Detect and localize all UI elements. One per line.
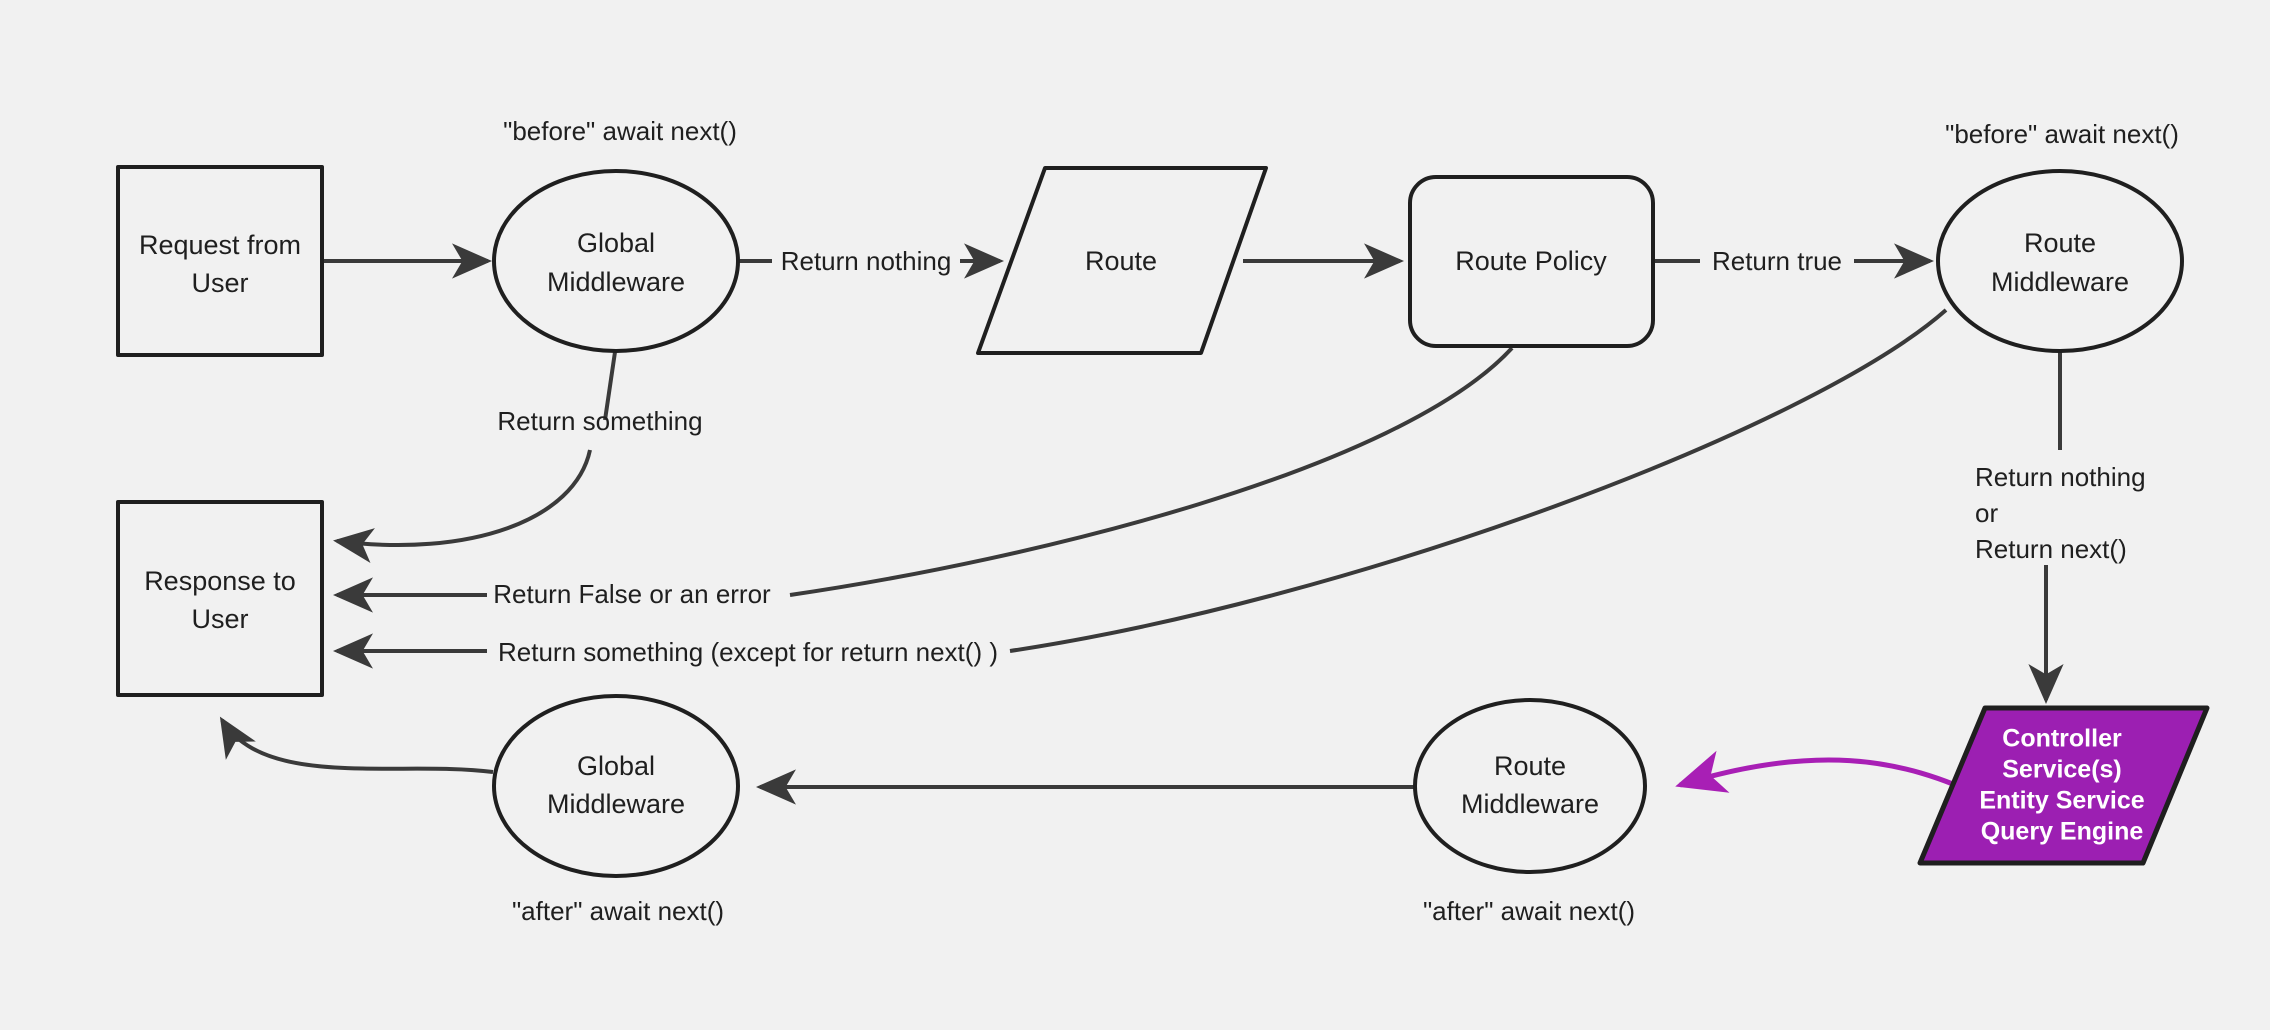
edge-label-return-true: Return true (1712, 246, 1842, 276)
route-label: Route (1085, 246, 1157, 276)
node-response-to-user[interactable]: Response to User (116, 500, 324, 697)
global-middleware-after-label-line1: Global (577, 751, 655, 781)
global-middleware-before-shape (492, 169, 740, 353)
controller-label-line1: Controller (2002, 725, 2122, 753)
request-label-line1: Request from (139, 230, 301, 260)
response-label-line2: User (191, 604, 248, 634)
route-middleware-before-shape (1936, 169, 2184, 353)
route-middleware-after-shape (1413, 698, 1647, 874)
edge-label-return-nothing-or-next-line2: or (1975, 498, 1998, 528)
global-middleware-after-label-line2: Middleware (547, 789, 685, 819)
route-policy-label: Route Policy (1455, 246, 1607, 276)
node-route-middleware-after[interactable]: Route Middleware (1413, 698, 1647, 874)
global-middleware-before-label-line2: Middleware (547, 267, 685, 297)
route-middleware-after-label-line2: Middleware (1461, 789, 1599, 819)
route-policy-shape (1408, 175, 1655, 348)
controller-label-line4: Query Engine (1981, 818, 2144, 846)
node-controller-services[interactable]: Controller Service(s) Entity Service Que… (1917, 705, 2210, 866)
annotation-before-route-middleware: "before" await next() (1945, 119, 2179, 149)
edge-route-policy-to-response-curve (789, 346, 1514, 597)
node-request-from-user[interactable]: Request from User (116, 165, 324, 357)
request-label-line2: User (191, 268, 248, 298)
edge-label-return-nothing-or-next-line3: Return next() (1975, 534, 2127, 564)
edge-label-return-false-or-error: Return False or an error (493, 579, 771, 609)
edge-label-return-nothing-or-next-line1: Return nothing (1975, 462, 2146, 492)
route-middleware-before-label-line2: Middleware (1991, 267, 2129, 297)
annotation-before-global-middleware: "before" await next() (503, 116, 737, 146)
edge-global-mw-to-response-return-something (333, 449, 592, 564)
response-box-shape (116, 500, 324, 697)
route-middleware-after-label-line1: Route (1494, 751, 1566, 781)
edge-label-return-nothing: Return nothing (781, 246, 952, 276)
node-route-middleware-before[interactable]: Route Middleware (1936, 169, 2184, 353)
route-shape (976, 166, 1268, 355)
controller-label-line2: Service(s) (2002, 756, 2122, 784)
node-global-middleware-after[interactable]: Global Middleware (492, 694, 740, 878)
annotation-after-global-middleware: "after" await next() (512, 896, 724, 926)
controller-label-line3: Entity Service (1979, 787, 2144, 815)
node-global-middleware-before[interactable]: Global Middleware (492, 169, 740, 353)
global-middleware-before-label-line1: Global (577, 228, 655, 258)
annotation-after-route-middleware: "after" await next() (1423, 896, 1635, 926)
response-label-line1: Response to (144, 566, 296, 596)
edge-label-return-something-except: Return something (except for return next… (498, 637, 998, 667)
edge-global-mw-return-something-stub (603, 351, 617, 421)
edge-label-return-something: Return something (497, 406, 702, 436)
controller-shape (1917, 705, 2210, 866)
edge-controller-to-route-middleware-after (1675, 750, 1990, 803)
edge-route-mw-to-response-curve (1009, 308, 1948, 653)
request-box-shape (116, 165, 324, 357)
route-middleware-before-label-line1: Route (2024, 228, 2096, 258)
edge-global-mw-after-to-response (219, 716, 494, 774)
global-middleware-after-shape (492, 694, 740, 878)
node-route-policy[interactable]: Route Policy (1408, 175, 1655, 348)
node-route[interactable]: Route (976, 166, 1268, 355)
